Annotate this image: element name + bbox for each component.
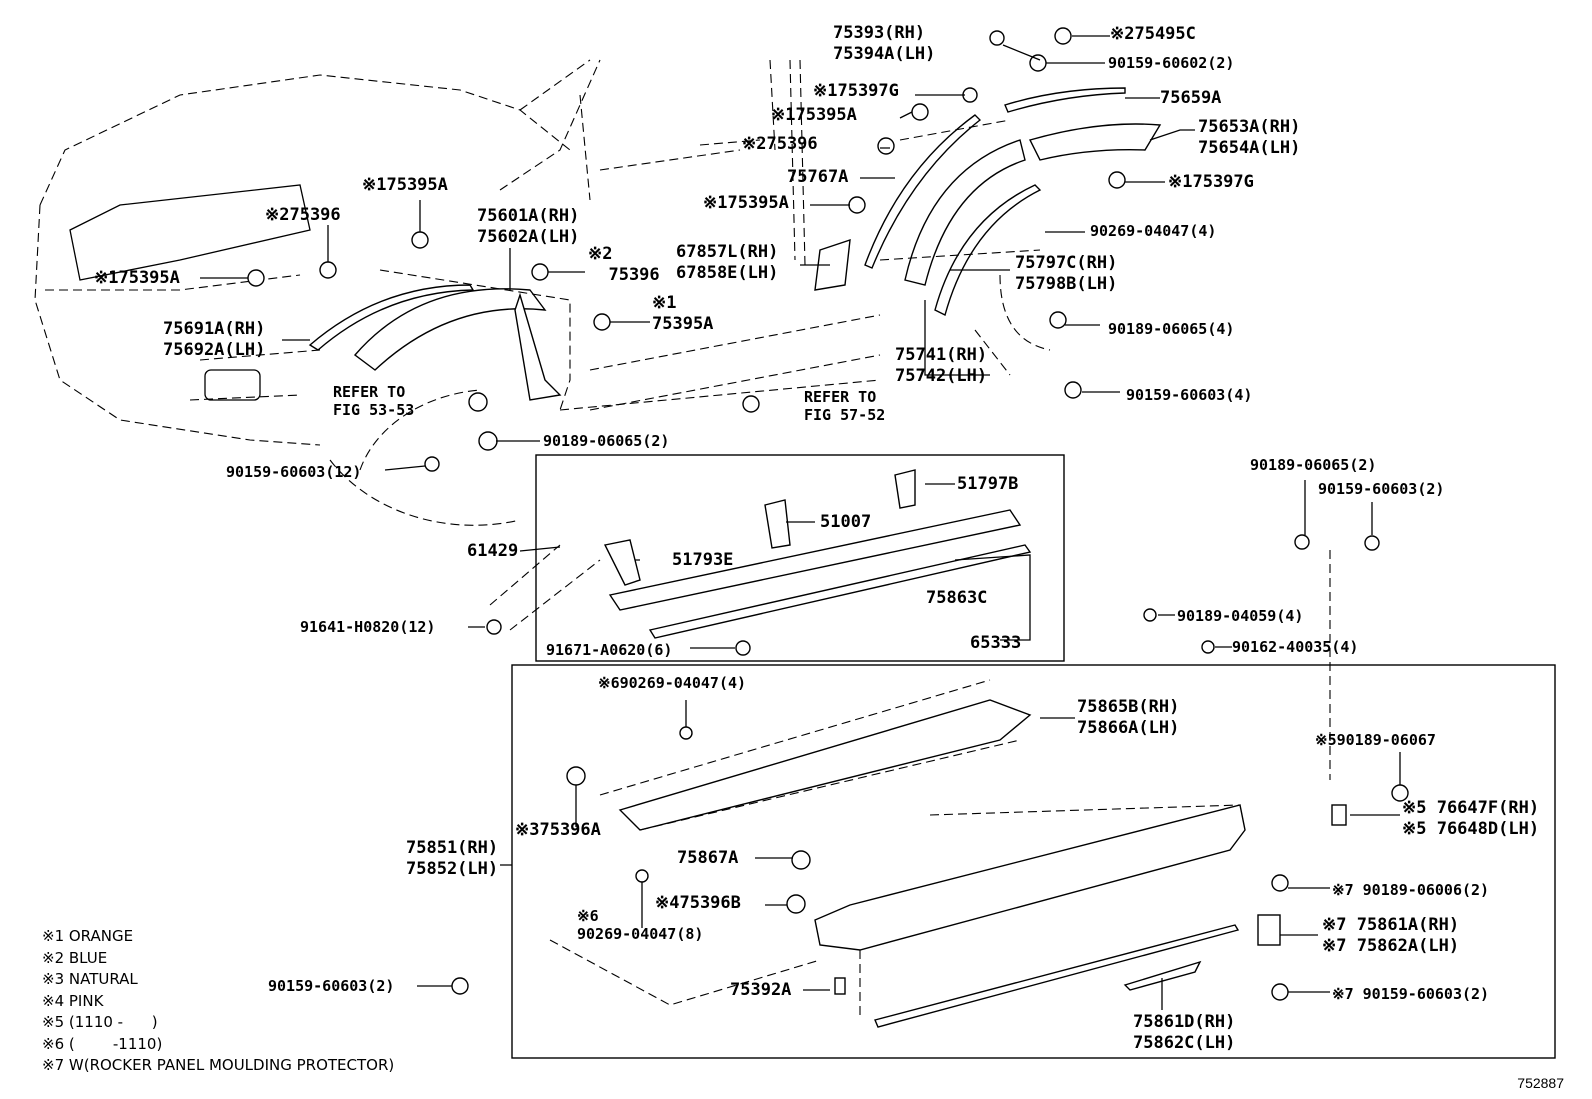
label-refer-fig-57-52: REFER TO FIG 57-52 bbox=[804, 388, 886, 424]
label-75396-front-mid: ※2 75396 bbox=[588, 244, 660, 285]
label-75797c: 75797C(RH) 75798B(LH) bbox=[1015, 253, 1118, 294]
label-67857l: 67857L(RH) 67858E(LH) bbox=[676, 242, 779, 283]
rear-fender-flare bbox=[814, 87, 1162, 376]
legend-line: ※5 (1110 - ) bbox=[42, 1013, 158, 1031]
label-75393: 75393(RH) 75394A(LH) bbox=[833, 23, 936, 64]
step-board-group-box bbox=[535, 454, 1065, 662]
label-75691a: 75691A(RH) 75692A(LH) bbox=[163, 319, 266, 360]
legend-line: ※3 NATURAL bbox=[42, 970, 138, 988]
label-90159-60603-rocker: 90159-60603(2) bbox=[1318, 480, 1445, 498]
label-75601a: 75601A(RH) 75602A(LH) bbox=[477, 206, 580, 247]
vehicle-outline bbox=[34, 59, 881, 526]
label-75653a: 75653A(RH) 75654A(LH) bbox=[1198, 117, 1301, 158]
label-75396b: ※475396B bbox=[655, 893, 741, 913]
legend-line: ※1 ORANGE bbox=[42, 927, 134, 945]
label-75861d: 75861D(RH) 75862C(LH) bbox=[1133, 1012, 1236, 1053]
label-90159-60603-rear: 90159-60603(4) bbox=[1126, 386, 1253, 404]
label-90269-04047-rocker: ※6 90269-04047(8) bbox=[577, 907, 704, 943]
rocker-panel-group-box bbox=[511, 664, 1556, 1059]
fasteners bbox=[247, 27, 1409, 1001]
label-75397g-rear: ※175397G bbox=[1168, 172, 1254, 192]
label-refer-fig-53-53: REFER TO FIG 53-53 bbox=[333, 383, 415, 419]
label-90159-60603-protector: ※7 90159-60603(2) bbox=[1332, 985, 1490, 1003]
label-90162-40035: 90162-40035(4) bbox=[1232, 638, 1359, 656]
label-90159-60603-bottom: 90159-60603(2) bbox=[268, 977, 395, 995]
label-51793e: 51793E bbox=[672, 550, 734, 570]
label-75863c: 75863C bbox=[926, 588, 988, 608]
label-75867a: 75867A bbox=[677, 848, 739, 868]
label-90189-04059: 90189-04059(4) bbox=[1177, 607, 1304, 625]
label-90159-60602: 90159-60602(2) bbox=[1108, 54, 1235, 72]
legend-line: ※4 PINK bbox=[42, 991, 104, 1010]
legend-line: ※7 W(ROCKER PANEL MOULDING PROTECTOR) bbox=[42, 1056, 395, 1074]
label-90189-06065-rocker: 90189-06065(2) bbox=[1250, 456, 1377, 474]
rocker-panel bbox=[549, 550, 1331, 1028]
label-91641-h0820: 91641-H0820(12) bbox=[300, 618, 436, 636]
label-75395a-front-mid: ※1 75395A bbox=[652, 293, 714, 334]
label-51007: 51007 bbox=[820, 512, 872, 532]
label-90159-60603-front: 90159-60603(12) bbox=[226, 463, 362, 481]
label-91671-a0620: 91671-A0620(6) bbox=[546, 641, 673, 659]
label-61429: 61429 bbox=[467, 541, 519, 561]
label-75396-front: ※275396 bbox=[265, 205, 341, 225]
label-90269-04047-panel: ※690269-04047(4) bbox=[598, 674, 747, 692]
label-75392a: 75392A bbox=[730, 980, 792, 1000]
legend-line: ※2 BLUE bbox=[42, 948, 108, 967]
color-legend: ※1 ORANGE ※2 BLUE ※3 NATURAL ※4 PINK ※5 … bbox=[42, 926, 394, 1077]
label-75396a: ※375396A bbox=[515, 820, 601, 840]
label-75741: 75741(RH) 75742(LH) bbox=[895, 345, 988, 386]
label-90189-06067: ※590189-06067 bbox=[1315, 731, 1436, 749]
label-75395a-rear-mid: ※175395A bbox=[703, 193, 789, 213]
label-75767a: 75767A bbox=[787, 167, 849, 187]
label-75395a-rear-top: ※175395A bbox=[771, 105, 857, 125]
leader-lines bbox=[200, 35, 1401, 1010]
label-75851: 75851(RH) 75852(LH) bbox=[406, 838, 499, 879]
legend-line: ※6 ( -1110) bbox=[42, 1034, 163, 1053]
label-65333: 65333 bbox=[970, 633, 1022, 653]
label-90189-06065-front: 90189-06065(2) bbox=[543, 432, 670, 450]
label-90189-06006: ※7 90189-06006(2) bbox=[1332, 881, 1490, 899]
label-90269-04047-rear: 90269-04047(4) bbox=[1090, 222, 1217, 240]
label-75495c: ※275495C bbox=[1110, 24, 1196, 44]
label-51797b: 51797B bbox=[957, 474, 1019, 494]
label-75397g-top: ※175397G bbox=[813, 81, 899, 101]
label-75395a-front-left: ※175395A bbox=[94, 268, 180, 288]
label-75865b: 75865B(RH) 75866A(LH) bbox=[1077, 697, 1180, 738]
label-75861a: ※7 75861A(RH) ※7 75862A(LH) bbox=[1322, 915, 1460, 956]
drawing-code: 752887 bbox=[1517, 1075, 1564, 1091]
front-fender-flare bbox=[308, 269, 881, 411]
label-75659a: 75659A bbox=[1160, 88, 1222, 108]
step-board bbox=[489, 469, 1032, 639]
label-75396-rear: ※275396 bbox=[742, 134, 818, 154]
label-76647f: ※5 76647F(RH) ※5 76648D(LH) bbox=[1402, 798, 1540, 839]
label-75395a-front-top: ※175395A bbox=[362, 175, 448, 195]
label-90189-06065-rear: 90189-06065(4) bbox=[1108, 320, 1235, 338]
